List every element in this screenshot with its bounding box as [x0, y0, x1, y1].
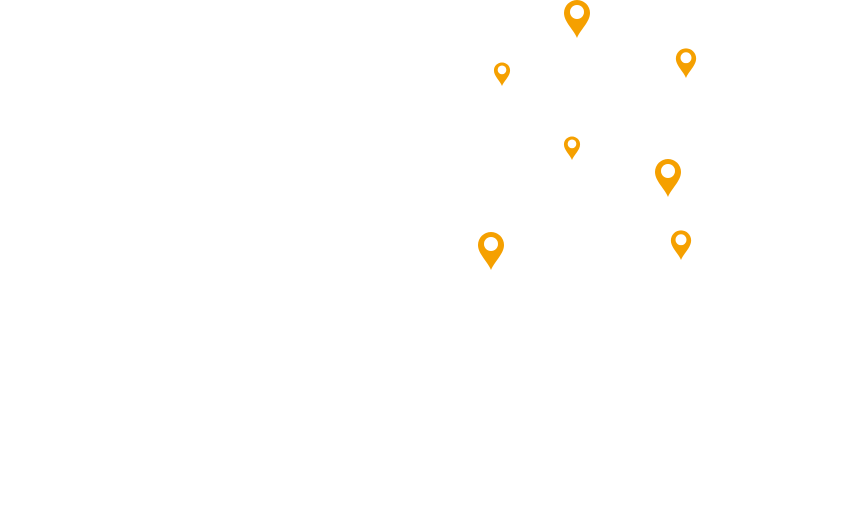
map-pin-hole	[675, 234, 687, 246]
marker-4[interactable]	[563, 136, 581, 160]
map-pin-hole	[661, 164, 675, 178]
map-pin-hole	[497, 65, 507, 75]
map-pin-hole	[570, 5, 584, 19]
map-pin-hole	[680, 52, 692, 64]
marker-3[interactable]	[675, 48, 697, 78]
map-pin-hole	[484, 237, 498, 251]
marker-6[interactable]	[478, 232, 504, 270]
marker-5[interactable]	[655, 159, 681, 197]
map-pin-hole	[567, 139, 577, 149]
marker-7[interactable]	[670, 230, 692, 260]
marker-1[interactable]	[564, 0, 590, 38]
marker-2[interactable]	[493, 62, 511, 86]
